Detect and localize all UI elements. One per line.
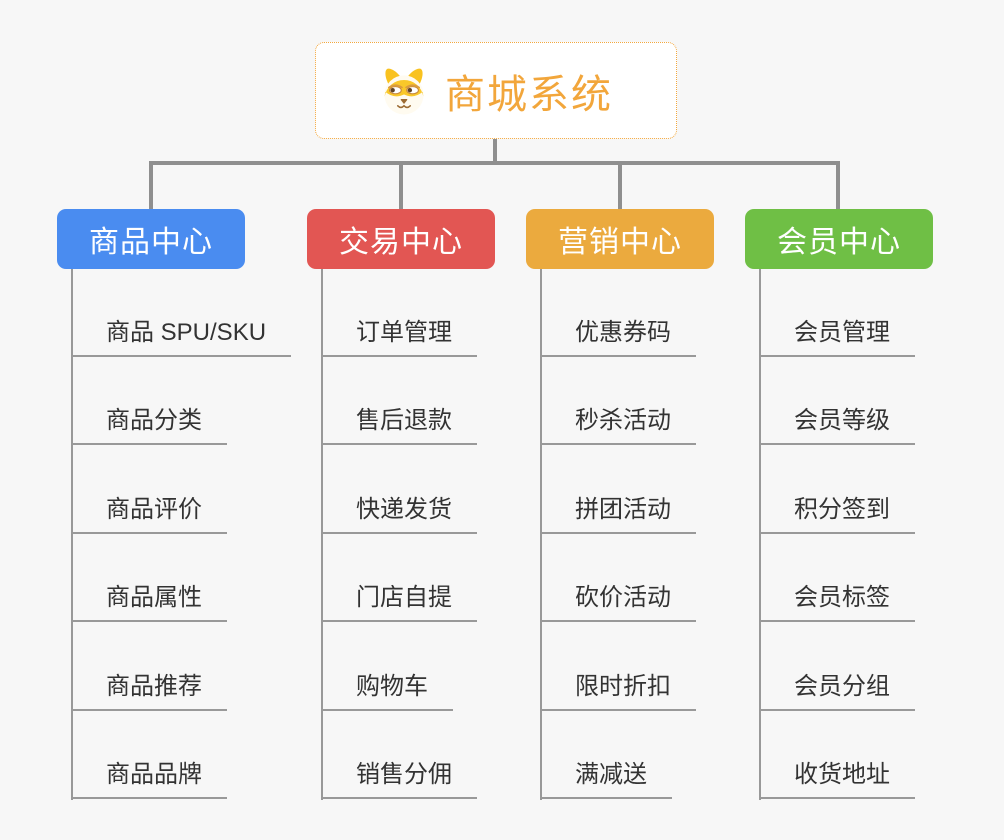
leaf-node[interactable]: 会员分组 [759,672,915,711]
leaf-node[interactable]: 积分签到 [759,495,915,534]
leaf-node[interactable]: 门店自提 [321,583,477,622]
branch-label: 会员中心 [777,226,901,259]
shiba-dog-icon [384,68,424,114]
leaf-node[interactable]: 会员等级 [759,406,915,445]
branch-label: 交易中心 [339,226,463,259]
branch-member-center: 会员中心 会员管理 会员等级 积分签到 会员标签 会员分组 收货地址 [745,209,995,809]
branch-trunk [71,269,73,800]
branch-label: 营销中心 [558,226,682,259]
connector-root-stub [493,139,497,165]
root-node[interactable]: 商城系统 [315,42,677,139]
leaf-node[interactable]: 购物车 [321,672,453,711]
leaf-node[interactable]: 商品推荐 [71,672,227,711]
connector-drop-marketing [618,161,622,209]
branch-node-trade-center[interactable]: 交易中心 [307,209,495,269]
leaf-node[interactable]: 售后退款 [321,406,477,445]
leaf-node[interactable]: 商品 SPU/SKU [71,318,292,357]
connector-drop-product [149,161,153,209]
branch-node-member-center[interactable]: 会员中心 [745,209,933,269]
branch-trade-center: 交易中心 订单管理 售后退款 快递发货 门店自提 购物车 销售分佣 [307,209,557,809]
branch-trunk [759,269,761,800]
leaf-node[interactable]: 会员标签 [759,583,915,622]
root-title: 商城系统 [445,72,613,117]
leaf-node[interactable]: 拼团活动 [540,495,696,534]
branch-trunk [540,269,542,800]
leaf-node[interactable]: 商品品牌 [71,760,227,799]
branch-product-center: 商品中心 商品 SPU/SKU 商品分类 商品评价 商品属性 商品推荐 商品品牌 [57,209,307,809]
leaf-node[interactable]: 砍价活动 [540,583,696,622]
leaf-node[interactable]: 满减送 [540,760,672,799]
leaf-node[interactable]: 收货地址 [759,760,915,799]
branch-node-marketing-center[interactable]: 营销中心 [526,209,714,269]
leaf-node[interactable]: 优惠券码 [540,318,696,357]
leaf-node[interactable]: 秒杀活动 [540,406,696,445]
leaf-node[interactable]: 限时折扣 [540,672,696,711]
leaf-node[interactable]: 商品评价 [71,495,227,534]
leaf-node[interactable]: 销售分佣 [321,760,477,799]
connector-drop-member [836,161,840,209]
branch-label: 商品中心 [89,226,213,259]
leaf-node[interactable]: 商品分类 [71,406,227,445]
leaf-node[interactable]: 商品属性 [71,583,227,622]
connector-drop-trade [399,161,403,209]
leaf-node[interactable]: 快递发货 [321,495,477,534]
branch-marketing-center: 营销中心 优惠券码 秒杀活动 拼团活动 砍价活动 限时折扣 满减送 [526,209,776,809]
leaf-node[interactable]: 会员管理 [759,318,915,357]
leaf-node[interactable]: 订单管理 [321,318,477,357]
connector-spine [149,161,840,165]
branch-trunk [321,269,323,800]
branch-node-product-center[interactable]: 商品中心 [57,209,245,269]
